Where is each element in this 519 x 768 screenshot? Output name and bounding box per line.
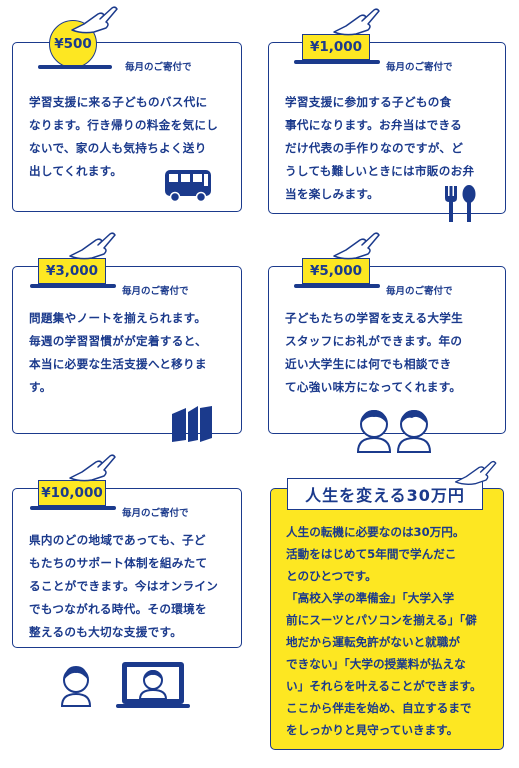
coin-slot: [30, 284, 116, 288]
donation-card-1000: 学習支援に参加する子どもの食 事代になります。お弁当はできる だけ代表の手作りな…: [268, 42, 506, 214]
bus-icon: [165, 170, 211, 202]
amount-tag: ¥10,000: [38, 480, 106, 506]
card-description: 子どもたちの学習を支える大学生 スタッフにお礼ができます。年の 近い大学生には何…: [285, 311, 464, 394]
monthly-label: 毎月のご寄付で: [122, 286, 189, 297]
hand-icon: [71, 6, 118, 34]
hand-icon: [454, 460, 497, 485]
donation-card-5000: 子どもたちの学習を支える大学生 スタッフにお礼ができます。年の 近い大学生には何…: [268, 266, 506, 434]
fork-spoon-icon: [445, 185, 476, 222]
books-icon: [172, 406, 212, 442]
amount-tag: ¥3,000: [38, 258, 106, 284]
monthly-label: 毎月のご寄付で: [386, 286, 453, 297]
coin-slot: [30, 506, 116, 510]
monthly-label: 毎月のご寄付で: [386, 62, 453, 73]
donation-card-3000: 問題集やノートを揃えられます。 毎週の学習習慣がが定着すると、 本当に必要な生活…: [12, 266, 242, 434]
hand-icon: [69, 454, 116, 482]
donation-card-10000: 県内のどの地域であっても、子ど もたちのサポート体制を組みたて ることができます…: [12, 488, 242, 648]
card-description: 学習支援に来る子どものバス代に なります。行き帰りの料金を気にし ないで、家の人…: [29, 95, 219, 178]
coin-slot: [38, 65, 112, 69]
donation-card-500: 学習支援に来る子どものバス代に なります。行き帰りの料金を気にし ないで、家の人…: [12, 42, 242, 212]
online-lesson-icon: [60, 662, 190, 708]
coin-slot: [294, 60, 380, 64]
hand-icon: [333, 232, 380, 260]
amount-tag: ¥1,000: [302, 34, 370, 60]
students-icon: [356, 410, 432, 453]
feature-card: [270, 488, 504, 750]
card-description: 学習支援に参加する子どもの食 事代になります。お弁当はできる だけ代表の手作りな…: [285, 95, 475, 201]
hand-icon: [69, 232, 116, 260]
card-description: 県内のどの地域であっても、子ど もたちのサポート体制を組みたて ることができます…: [29, 533, 219, 639]
monthly-label: 毎月のご寄付で: [122, 508, 189, 519]
amount-tag: ¥5,000: [302, 258, 370, 284]
coin-slot: [294, 284, 380, 288]
hand-icon: [333, 8, 380, 36]
card-description: 問題集やノートを揃えられます。 毎週の学習習慣がが定着すると、 本当に必要な生活…: [29, 311, 207, 394]
monthly-label: 毎月のご寄付で: [125, 62, 192, 73]
feature-title: 人生を変える30万円: [287, 478, 483, 510]
feature-description: 人生の転機に必要なのは30万円。 活動をはじめて5年間で学んだこ とのひとつです…: [286, 525, 482, 737]
